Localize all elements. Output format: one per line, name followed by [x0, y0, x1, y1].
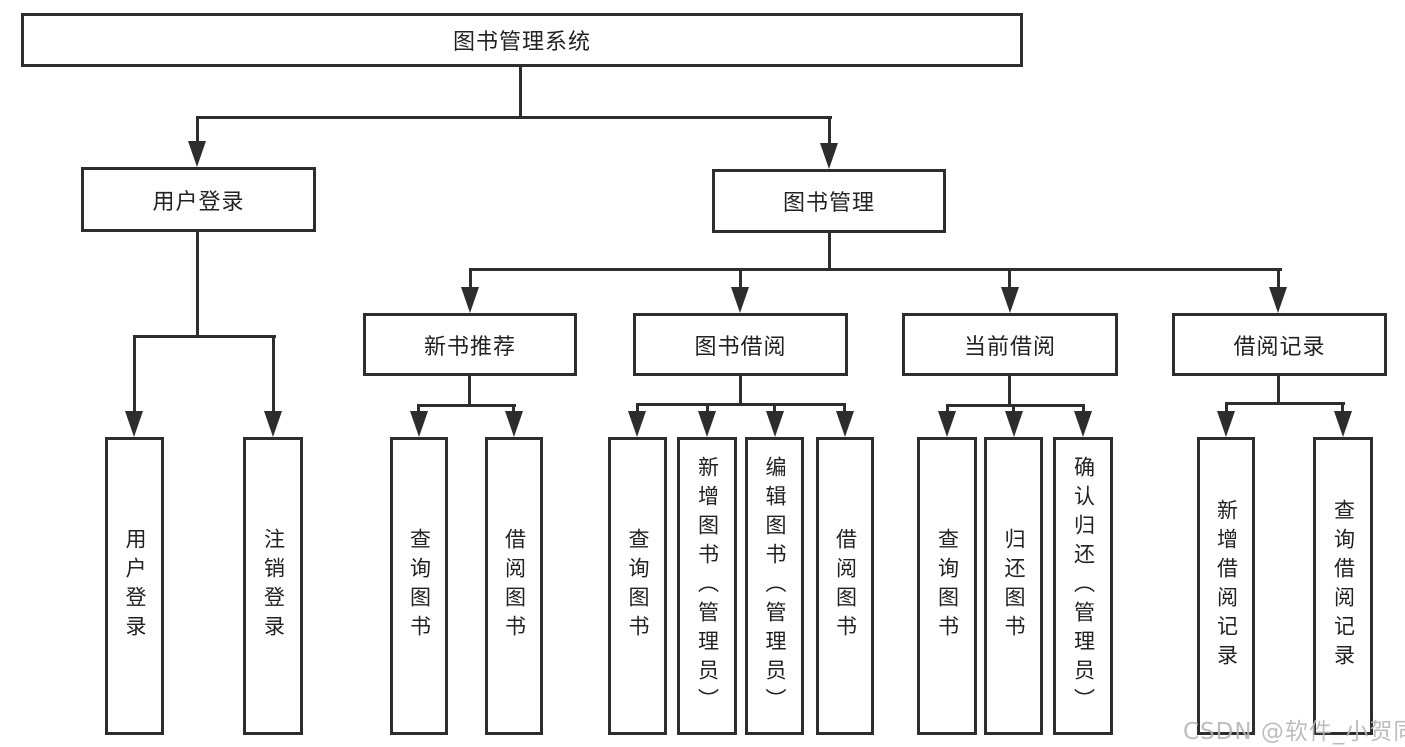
arrow-down-icon — [505, 411, 523, 437]
arrow-down-icon — [1217, 411, 1235, 437]
connector-recommend-drop — [469, 271, 472, 287]
arrow-down-icon — [698, 411, 716, 437]
leaf-current-query-books: 查询图书 — [917, 437, 977, 735]
node-label: 确认归还（管理员） — [1071, 455, 1096, 717]
connector-leaf-drop — [512, 407, 515, 411]
leaf-borrow-query-books: 查询图书 — [608, 437, 667, 735]
arrow-down-icon — [1074, 411, 1092, 437]
arrow-down-icon — [820, 143, 838, 169]
connector-borrow-drop — [739, 271, 742, 287]
connector-leaf-drop — [946, 407, 949, 411]
arrow-down-icon — [1005, 411, 1023, 437]
node-label: 新书推荐 — [423, 334, 516, 360]
connector-recommend-rail — [417, 404, 516, 407]
connector-book-mgmt-drop — [828, 119, 831, 143]
connector-login-leaf-drop — [133, 338, 136, 411]
connector-current-drop — [1008, 271, 1011, 287]
node-label: 图书管理系统 — [452, 30, 591, 55]
arrow-down-icon — [125, 411, 143, 437]
node-label: 借阅图书 — [833, 528, 858, 644]
node-label: 当前借阅 — [963, 334, 1056, 360]
connector-leaf-drop — [843, 406, 846, 411]
node-library-management-system: 图书管理系统 — [21, 13, 1023, 67]
arrow-down-icon — [628, 411, 646, 437]
leaf-recommend-borrow-books: 借阅图书 — [485, 437, 543, 735]
arrow-down-icon — [731, 287, 749, 313]
node-label: 图书管理 — [782, 191, 875, 216]
arrow-down-icon — [1001, 287, 1019, 313]
node-borrow-records: 借阅记录 — [1172, 313, 1387, 376]
connector-records-drop — [1277, 271, 1280, 287]
connector-records-rail — [1225, 402, 1345, 405]
connector-leaf-drop — [1225, 405, 1228, 411]
watermark: CSDN @软件_小贺同学 — [1183, 719, 1405, 745]
connector-user-login-rail — [133, 335, 276, 338]
connector-leaf-drop — [706, 406, 709, 411]
node-label: 查询图书 — [935, 528, 960, 644]
leaf-borrow-edit-books-admin: 编辑图书（管理员） — [745, 437, 804, 735]
connector-book-mgmt-stem — [828, 233, 831, 271]
node-label: 用户登录 — [123, 528, 147, 644]
connector-recommend-stem — [468, 376, 471, 406]
connector-user-login-drop — [196, 119, 199, 141]
connector-borrow-rail — [636, 403, 846, 406]
connector-root-stem — [519, 67, 522, 118]
leaf-records-add-record: 新增借阅记录 — [1197, 437, 1255, 735]
leaf-current-return-books: 归还图书 — [984, 437, 1043, 735]
arrow-down-icon — [264, 411, 282, 437]
node-current-borrow: 当前借阅 — [902, 313, 1118, 376]
arrow-down-icon — [461, 287, 479, 313]
arrow-down-icon — [188, 141, 206, 167]
arrow-down-icon — [836, 411, 854, 437]
connector-leaf-drop — [1082, 407, 1085, 411]
arrow-down-icon — [1334, 411, 1352, 437]
connector-borrow-stem — [739, 376, 742, 405]
node-book-management: 图书管理 — [712, 169, 946, 233]
arrow-down-icon — [938, 411, 956, 437]
node-label: 编辑图书（管理员） — [763, 455, 787, 717]
leaf-recommend-query-books: 查询图书 — [390, 437, 448, 735]
node-label: 借阅记录 — [1233, 334, 1326, 360]
node-label: 用户登录 — [152, 189, 245, 215]
node-label: 图书借阅 — [694, 334, 787, 360]
connector-book-mgmt-rail — [469, 268, 1282, 271]
connector-leaf-drop — [1012, 407, 1015, 411]
leaf-records-query-record: 查询借阅记录 — [1313, 437, 1373, 735]
connector-logout-leaf-drop — [272, 338, 275, 411]
leaf-borrow-borrow-books: 借阅图书 — [816, 437, 874, 735]
connector-records-stem — [1277, 376, 1280, 404]
leaf-borrow-add-books-admin: 新增图书（管理员） — [677, 437, 737, 735]
node-label: 新增借阅记录 — [1214, 499, 1239, 673]
node-label: 查询图书 — [626, 528, 650, 644]
node-new-book-recommend: 新书推荐 — [363, 313, 577, 376]
connector-root-rail — [196, 116, 832, 119]
connector-current-stem — [1008, 376, 1011, 406]
arrow-down-icon — [766, 411, 784, 437]
arrow-down-icon — [1269, 287, 1287, 313]
node-label: 查询借阅记录 — [1331, 499, 1356, 673]
arrow-down-icon — [410, 411, 428, 437]
leaf-logout: 注销登录 — [243, 437, 303, 735]
node-book-borrow: 图书借阅 — [633, 313, 848, 376]
node-user-login: 用户登录 — [81, 167, 316, 232]
connector-current-rail — [946, 404, 1085, 407]
connector-leaf-drop — [417, 407, 420, 411]
leaf-current-confirm-return-admin: 确认归还（管理员） — [1053, 437, 1113, 735]
node-label: 新增图书（管理员） — [695, 455, 720, 717]
connector-leaf-drop — [636, 406, 639, 411]
connector-leaf-drop — [773, 406, 776, 411]
connector-leaf-drop — [1341, 405, 1344, 411]
node-label: 查询图书 — [407, 528, 432, 644]
connector-user-login-stem — [196, 232, 199, 338]
node-label: 归还图书 — [1002, 528, 1026, 644]
leaf-user-login: 用户登录 — [105, 437, 164, 735]
node-label: 注销登录 — [261, 528, 286, 644]
node-label: 借阅图书 — [502, 528, 527, 644]
